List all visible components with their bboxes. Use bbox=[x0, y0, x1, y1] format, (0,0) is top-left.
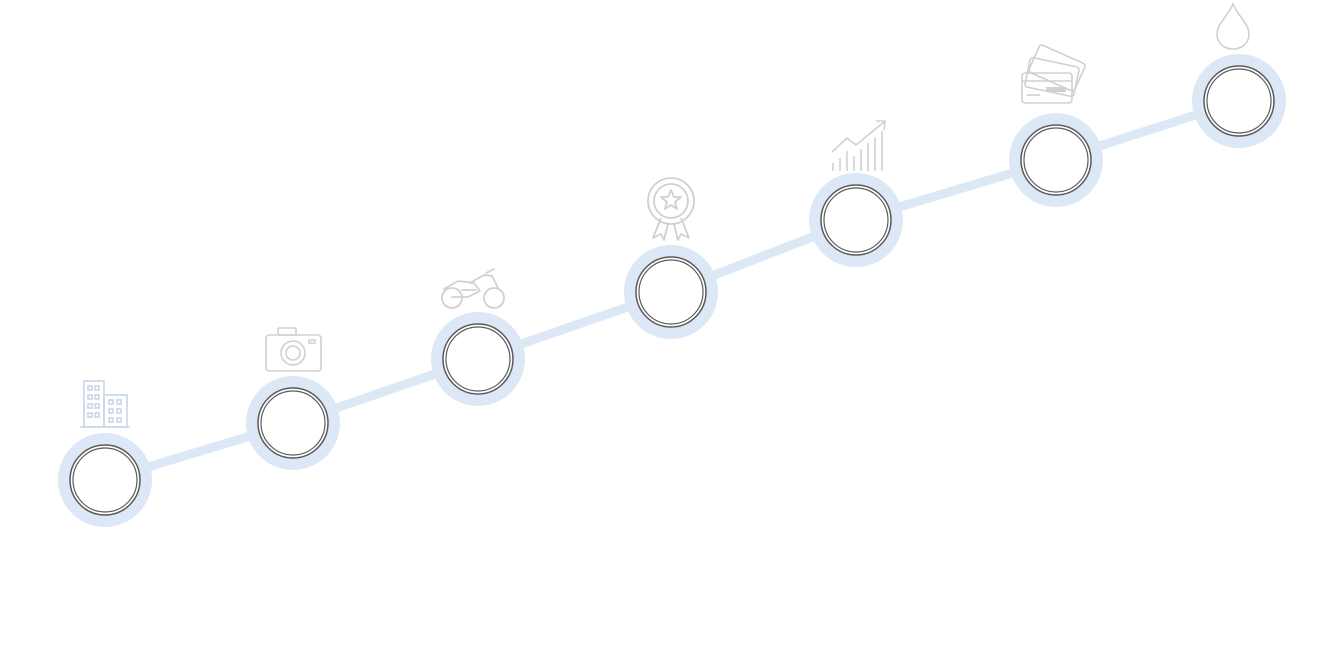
timeline-step-4 bbox=[624, 177, 718, 339]
motorcycle-icon bbox=[441, 268, 505, 309]
node-center[interactable] bbox=[1206, 68, 1272, 134]
building-icon bbox=[80, 380, 130, 428]
timeline-step-7 bbox=[1192, 1, 1286, 148]
timeline-step-3 bbox=[431, 268, 525, 406]
timeline-step-6 bbox=[1009, 44, 1103, 207]
camera-icon bbox=[265, 327, 322, 372]
node-center[interactable] bbox=[72, 447, 138, 513]
node-center[interactable] bbox=[823, 187, 889, 253]
timeline-step-5 bbox=[809, 120, 903, 267]
growth-chart-icon bbox=[831, 120, 886, 171]
node-center[interactable] bbox=[638, 259, 704, 325]
timeline-step-1 bbox=[58, 380, 152, 527]
node-center[interactable] bbox=[445, 326, 511, 392]
water-drop-icon bbox=[1216, 1, 1250, 50]
node-center[interactable] bbox=[1023, 127, 1089, 193]
credit-cards-icon bbox=[1021, 44, 1086, 104]
award-ribbon-icon bbox=[647, 177, 695, 241]
timeline-step-2 bbox=[246, 327, 340, 470]
node-center[interactable] bbox=[260, 390, 326, 456]
